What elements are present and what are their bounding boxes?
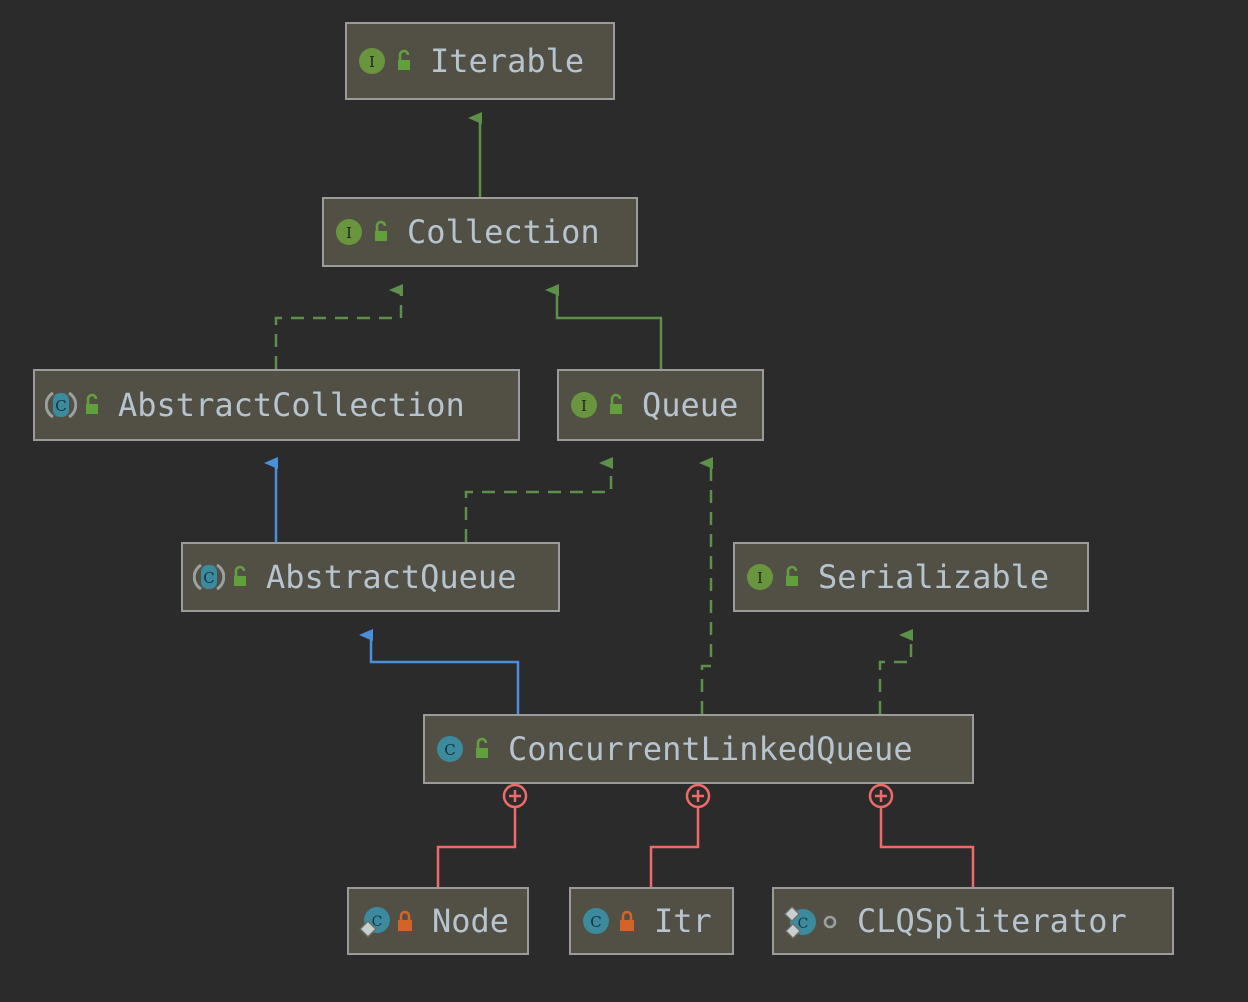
open-lock-icon [780, 564, 802, 590]
interface-icon: I [569, 390, 599, 420]
node-icons: C [359, 906, 416, 938]
class-node-iterable[interactable]: I Iterable [345, 22, 615, 100]
class-name-label: CLQSpliterator [857, 902, 1127, 940]
node-icons: I [569, 390, 626, 420]
interface-icon: I [357, 46, 387, 76]
edge-abstractcollection-to-collection [274, 284, 403, 369]
class-node-clqspliterator[interactable]: C CLQSpliterator [772, 887, 1174, 955]
class-icon: C [581, 906, 611, 936]
class-name-label: ConcurrentLinkedQueue [508, 730, 913, 768]
class-node-abstractcollection[interactable]: C AbstractCollection [33, 369, 520, 441]
node-icons: I [357, 46, 414, 76]
node-icons: I [334, 217, 391, 247]
node-icons: C [784, 906, 841, 939]
class-node-queue[interactable]: I Queue [557, 369, 764, 441]
node-icons: C [45, 390, 102, 420]
svg-text:I: I [581, 397, 587, 415]
edge-abstractqueue-to-queue [464, 457, 613, 542]
class-node-serializable[interactable]: I Serializable [733, 542, 1089, 612]
open-lock-icon [369, 219, 391, 245]
edge-clq-to-abstractqueue [359, 629, 520, 714]
svg-text:I: I [757, 569, 763, 587]
class-icon: C [435, 734, 465, 764]
class-final-icon: C [359, 906, 390, 938]
open-lock-icon [228, 564, 250, 590]
open-lock-icon [470, 736, 492, 762]
class-name-label: Node [432, 902, 510, 940]
interface-icon: I [745, 562, 775, 592]
node-icons: C [435, 734, 492, 764]
open-lock-icon [80, 392, 102, 418]
final-diamond [359, 920, 377, 938]
edge-clq-inner-itr [649, 783, 711, 887]
svg-text:C: C [590, 913, 601, 931]
svg-text:C: C [55, 397, 66, 415]
class-node-node[interactable]: C Node [347, 887, 529, 955]
node-icons: C [581, 906, 638, 936]
class-name-label: Queue [642, 386, 739, 424]
closed-lock-icon [394, 908, 416, 934]
edge-clq-inner-node [436, 783, 528, 887]
class-name-label: AbstractCollection [118, 386, 465, 424]
svg-text:C: C [372, 914, 383, 930]
class-name-label: Itr [654, 902, 712, 940]
class-node-concurrentlinkedqueue[interactable]: C ConcurrentLinkedQueue [423, 714, 974, 784]
edge-clq-inner-clqspliterator [868, 783, 975, 887]
svg-text:C: C [444, 741, 455, 759]
edge-clq-to-queue [699, 457, 713, 714]
edge-queue-to-collection [545, 284, 663, 369]
class-node-collection[interactable]: I Collection [322, 197, 638, 267]
class-name-label: AbstractQueue [266, 558, 517, 596]
class-node-itr[interactable]: C Itr [569, 887, 734, 955]
abstract-class-icon: C [45, 390, 77, 420]
svg-text:I: I [369, 53, 375, 71]
open-lock-icon [604, 392, 626, 418]
svg-text:C: C [203, 569, 214, 587]
abstract-class-icon: C [193, 562, 225, 592]
svg-text:C: C [798, 916, 809, 932]
final-diamond [785, 923, 801, 939]
class-name-label: Serializable [818, 558, 1050, 596]
open-lock-icon [392, 48, 414, 74]
package-private-icon [819, 908, 841, 934]
static-diamond [784, 906, 800, 922]
class-name-label: Collection [407, 213, 600, 251]
edge-clq-to-serializable [878, 629, 913, 714]
node-icons: I [745, 562, 802, 592]
class-node-abstractqueue[interactable]: C AbstractQueue [181, 542, 560, 612]
node-icons: C [193, 562, 250, 592]
closed-lock-icon [616, 908, 638, 934]
class-static-final-icon: C [784, 906, 816, 939]
interface-icon: I [334, 217, 364, 247]
class-name-label: Iterable [430, 42, 585, 80]
svg-text:I: I [346, 224, 352, 242]
